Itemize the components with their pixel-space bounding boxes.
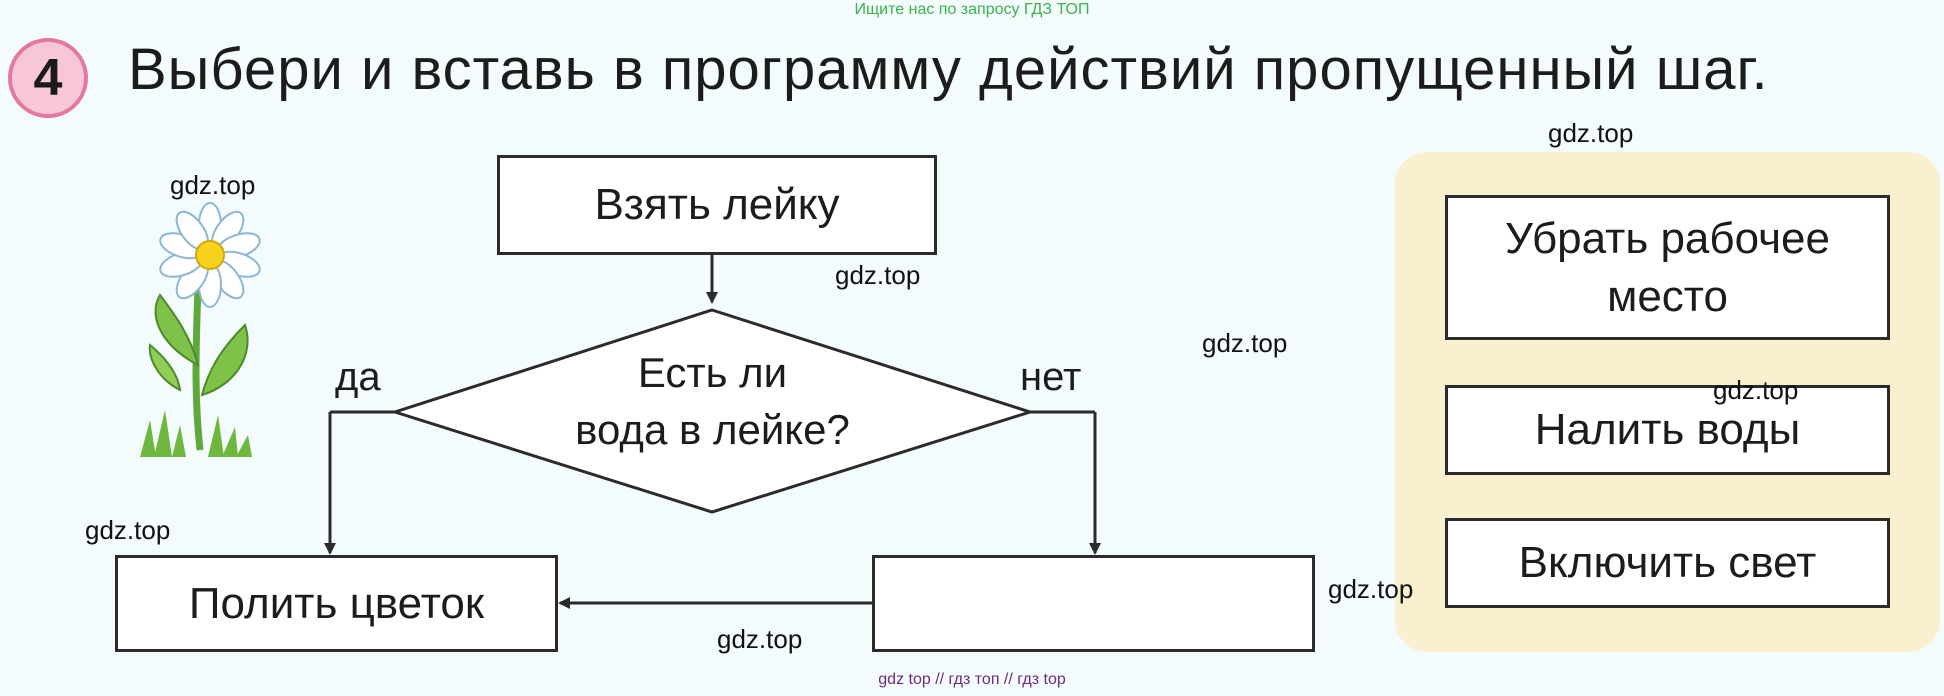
branch-no-label: нет <box>1020 355 1082 399</box>
watermark: gdz.top <box>1713 375 1799 405</box>
watermark: gdz.top <box>1202 328 1288 358</box>
watermark: gdz.top <box>835 260 921 290</box>
start-step-box: Взять лейку <box>497 155 937 255</box>
option-pour-water[interactable]: Налить воды <box>1445 385 1890 475</box>
option1-line-2: место <box>1607 271 1728 321</box>
decision-diamond <box>390 308 1035 514</box>
option1-line-1: Убрать рабочее <box>1505 214 1830 264</box>
watermark: gdz.top <box>85 515 171 545</box>
watermark: gdz.top <box>170 170 256 200</box>
option-turn-on-light[interactable]: Включить свет <box>1445 518 1890 608</box>
watermark: gdz.top <box>1548 118 1634 148</box>
task-number-badge: 4 <box>8 38 88 118</box>
watermark: gdz.top <box>1328 574 1414 604</box>
decision-text: Есть ли вода в лейке? <box>500 345 925 458</box>
branch-yes-label: да <box>335 355 381 399</box>
task-title: Выбери и вставь в программу действий про… <box>128 37 1769 102</box>
flower-illustration <box>140 202 261 457</box>
missing-step-box[interactable] <box>872 555 1315 652</box>
header-note: Ищите нас по запросу ГДЗ ТОП <box>854 1 1090 18</box>
footer-note: gdz top // гдз топ // гдз top <box>878 671 1066 688</box>
water-flower-box: Полить цветок <box>115 555 558 652</box>
option-clean-workplace[interactable]: Убрать рабочее место <box>1445 195 1890 340</box>
watermark: gdz.top <box>717 624 803 654</box>
decision-line-2: вода в лейке? <box>575 405 850 453</box>
decision-line-1: Есть ли <box>637 349 788 396</box>
